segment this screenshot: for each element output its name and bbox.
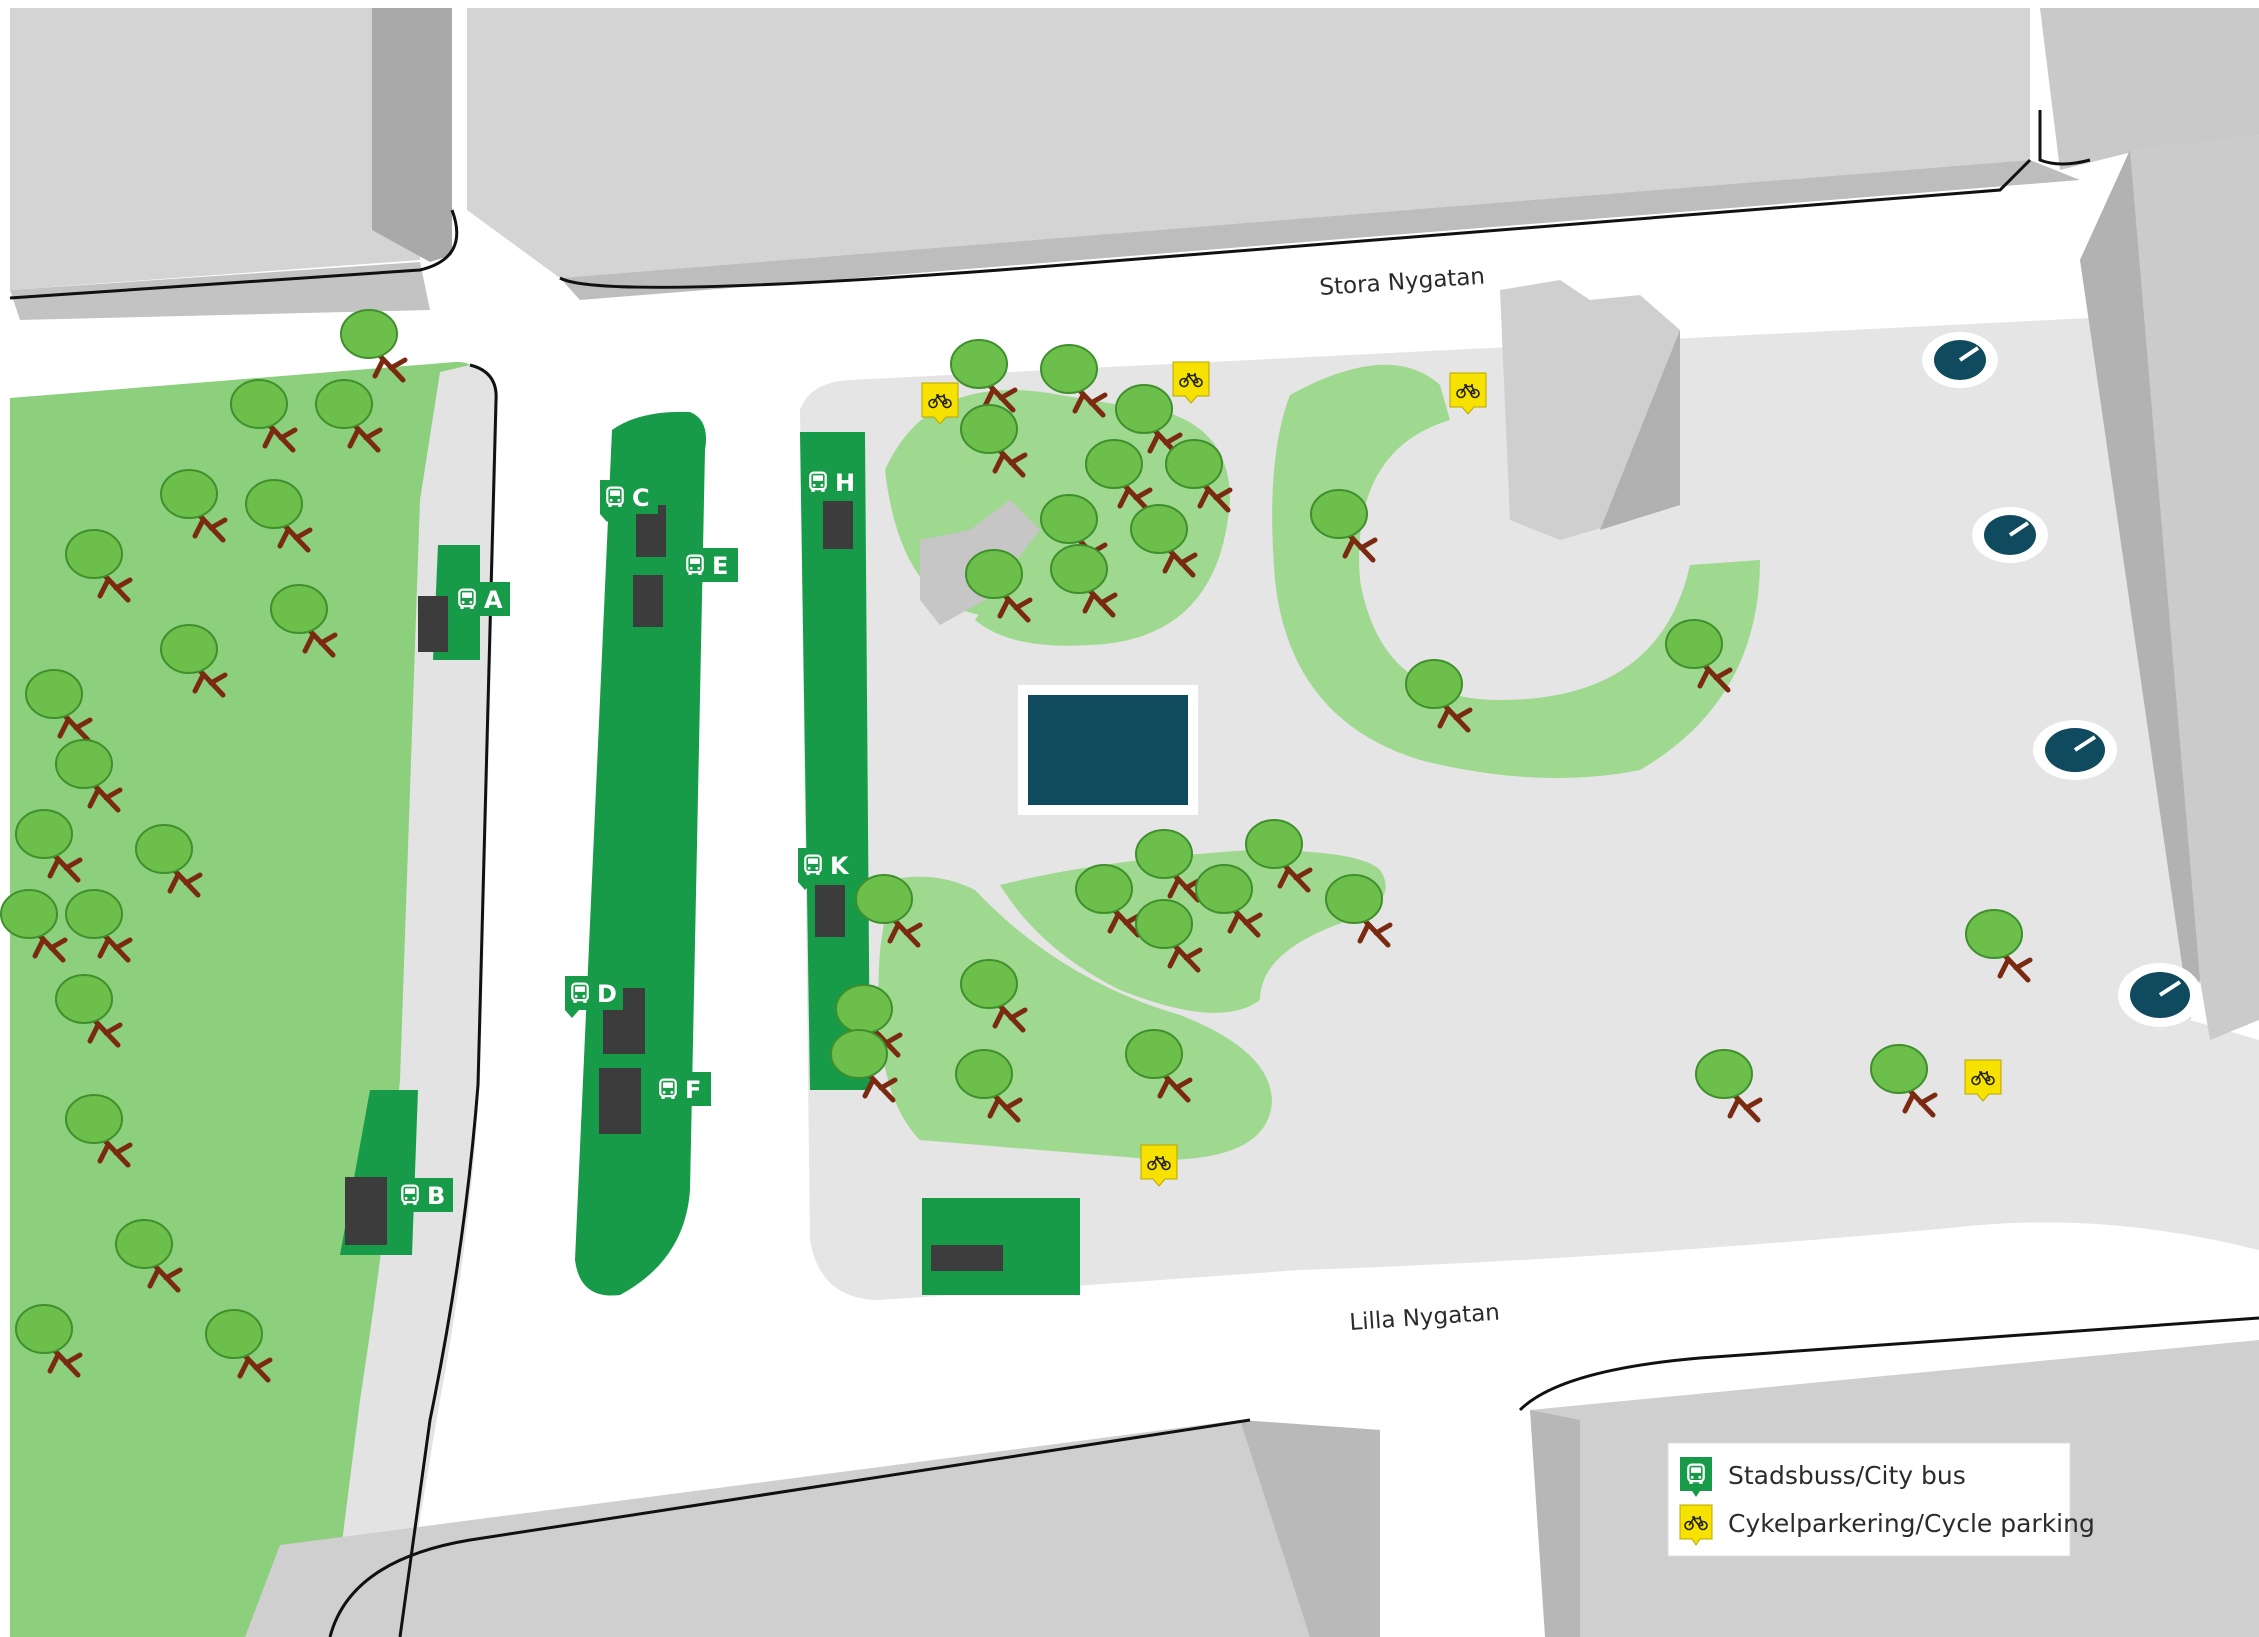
bus-stop-d[interactable]: D xyxy=(565,976,623,1018)
fountains xyxy=(1922,332,2202,1027)
bus-stop-letter: A xyxy=(484,586,503,614)
tree xyxy=(0,889,68,963)
tree xyxy=(340,309,408,383)
tree xyxy=(65,529,133,603)
shelters xyxy=(345,501,853,1245)
tree xyxy=(1050,544,1118,618)
tree xyxy=(15,809,83,883)
tree xyxy=(315,379,383,453)
tree xyxy=(965,549,1033,623)
cycle-parking-3[interactable] xyxy=(1449,372,1487,415)
tree xyxy=(1040,344,1108,418)
buildings xyxy=(10,8,2259,1637)
tree xyxy=(1195,864,1263,938)
tree xyxy=(55,974,123,1048)
tree xyxy=(230,379,298,453)
bus-stop-e[interactable]: E xyxy=(680,548,738,590)
bus-stop-letter: C xyxy=(632,484,650,512)
legend-city-bus-label: Stadsbuss/City bus xyxy=(1728,1461,1966,1490)
tree xyxy=(1310,489,1378,563)
tree xyxy=(245,479,313,553)
legend-cycle-parking: Cykelparkering/Cycle parking xyxy=(1679,1504,2095,1546)
bus-stop-b[interactable]: B xyxy=(395,1178,453,1220)
tree xyxy=(955,1049,1023,1123)
tree xyxy=(15,1304,83,1378)
tree xyxy=(1115,384,1183,458)
tree xyxy=(1165,439,1233,513)
cycle-parking-1[interactable] xyxy=(921,382,959,425)
bus-stop-a[interactable]: A xyxy=(452,582,510,624)
tree xyxy=(960,959,1028,1033)
tree xyxy=(270,584,338,658)
tree xyxy=(1245,819,1313,893)
tree xyxy=(55,739,123,813)
curbs xyxy=(9,110,2259,1637)
tree xyxy=(950,339,1018,413)
trees xyxy=(0,309,2033,1383)
tree xyxy=(160,624,228,698)
bus-stop-letter: D xyxy=(597,980,617,1008)
bus-stop-letter: H xyxy=(835,469,855,497)
legend-cycle-parking-label: Cykelparkering/Cycle parking xyxy=(1728,1509,2095,1538)
tree xyxy=(855,874,923,948)
bus-stop-k[interactable]: K xyxy=(798,848,856,890)
tree xyxy=(115,1219,183,1293)
tree xyxy=(25,669,93,743)
tree xyxy=(1965,909,2033,983)
tree xyxy=(1405,659,1473,733)
tree xyxy=(1125,1029,1193,1103)
tree xyxy=(1325,874,1393,948)
bus-stop-letter: E xyxy=(712,552,728,580)
bus-stop-c[interactable]: C xyxy=(600,480,658,522)
tree xyxy=(65,1094,133,1168)
legend-city-bus: Stadsbuss/City bus xyxy=(1680,1457,1966,1497)
tree xyxy=(205,1309,273,1383)
cycle-parking-4[interactable] xyxy=(1964,1059,2002,1102)
tree xyxy=(160,469,228,543)
tree xyxy=(1870,1044,1938,1118)
cycle-parking-5[interactable] xyxy=(1140,1144,1178,1187)
bus-stop-letter: K xyxy=(830,852,850,880)
tree xyxy=(1130,504,1198,578)
water-pool xyxy=(1028,695,1188,805)
tree xyxy=(65,889,133,963)
cycle-parking-2[interactable] xyxy=(1172,361,1210,404)
tree xyxy=(1135,899,1203,973)
bus-stop-letter: F xyxy=(685,1076,701,1104)
tree xyxy=(1695,1049,1763,1123)
bus-stop-letter: B xyxy=(427,1182,445,1210)
tree xyxy=(1075,864,1143,938)
bus-stop-h[interactable]: H xyxy=(803,465,861,507)
tree xyxy=(1665,619,1733,693)
tree xyxy=(135,824,203,898)
tree xyxy=(830,1029,898,1103)
bus-stop-f[interactable]: F xyxy=(653,1072,711,1114)
tree xyxy=(1085,439,1153,513)
legend: Stadsbuss/City bus Cykelparkering/Cycle … xyxy=(1667,1442,2095,1557)
tree xyxy=(960,404,1028,478)
